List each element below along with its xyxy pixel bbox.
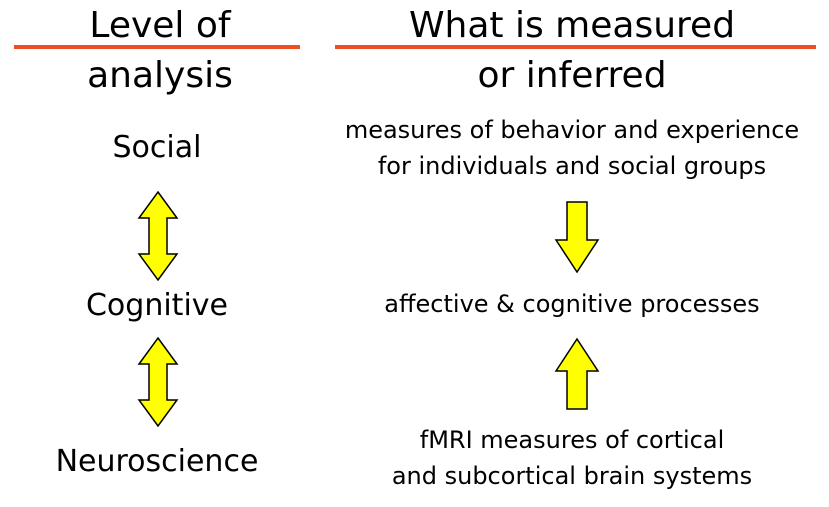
double-headed-vertical-arrow-icon [137,336,179,428]
left-heading-rule [14,45,300,49]
right-heading-line1: What is measured [408,5,736,46]
left-heading-line2: analysis [87,55,233,96]
right-heading-line2: or inferred [477,55,667,96]
left-heading-line1: Level of [89,5,231,46]
double-headed-vertical-arrow-icon [137,190,179,282]
measured-fmri-line1: fMRI measures of cortical [419,426,725,454]
down-arrow-icon [554,201,600,274]
measured-behavior-line2: for individuals and social groups [377,152,767,180]
level-cognitive: Cognitive [85,288,228,323]
level-neuroscience: Neuroscience [55,444,259,479]
measured-behavior-line1: measures of behavior and experience [344,116,800,144]
measured-fmri-line2: and subcortical brain systems [391,462,753,490]
up-arrow-icon [554,337,600,410]
inferred-processes: affective & cognitive processes [384,290,760,318]
level-social: Social [112,130,202,165]
right-heading-rule [335,45,816,49]
